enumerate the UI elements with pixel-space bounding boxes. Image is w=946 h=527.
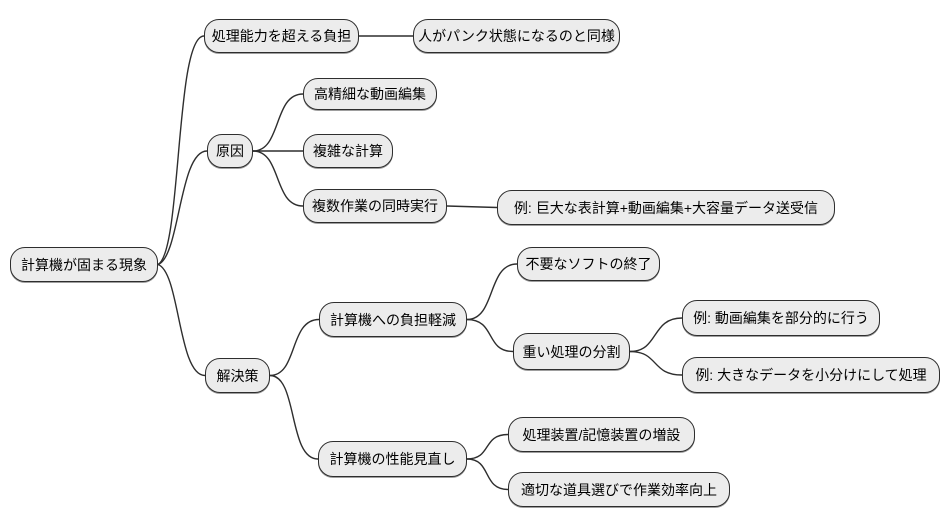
node-split-example-data: 例: 大きなデータを小分けにして処理 — [682, 357, 940, 393]
node-quit-software: 不要なソフトの終了 — [517, 247, 660, 281]
edge-split-example-data — [629, 350, 683, 376]
edge-multitask-example — [446, 205, 498, 209]
node-overload: 処理能力を超える負担 — [204, 19, 359, 53]
node-multitask-example: 例: 巨大な表計算+動画編集+大容量データ送受信 — [497, 190, 835, 225]
node-cause-calc: 複雑な計算 — [303, 134, 393, 168]
node-root: 計算機が固まる現象 — [10, 247, 158, 282]
node-overload-analogy: 人がパンク状態になるのと同様 — [413, 19, 620, 53]
node-cause-multitask: 複数作業の同時実行 — [303, 189, 447, 223]
edge-split-example-video — [629, 317, 683, 353]
edge-solutions-reduce-load — [269, 318, 320, 377]
edge-reduce-load-split — [466, 318, 514, 353]
node-upgrade: 計算機の性能見直し — [318, 441, 467, 477]
edge-solutions-upgrade — [269, 374, 319, 460]
edge-upgrade-tools — [466, 458, 509, 491]
edge-root-solutions — [157, 263, 206, 377]
node-reduce-load: 計算機への負担軽減 — [319, 302, 467, 337]
node-split-heavy: 重い処理の分割 — [513, 333, 630, 370]
node-upgrade-tools: 適切な道具選びで作業効率向上 — [508, 472, 730, 507]
edge-upgrade-hardware — [466, 433, 509, 460]
node-solutions: 解決策 — [205, 358, 270, 393]
edge-root-overload — [157, 35, 205, 266]
edge-root-causes — [157, 150, 208, 266]
edge-causes-multitask — [252, 150, 304, 207]
node-cause-video: 高精細な動画編集 — [303, 78, 437, 110]
edge-reduce-load-quit — [466, 263, 518, 321]
edge-causes-video — [252, 93, 304, 152]
node-causes: 原因 — [207, 134, 253, 168]
node-upgrade-hardware: 処理装置/記憶装置の増設 — [508, 417, 695, 452]
node-split-example-video: 例: 動画編集を部分的に行う — [682, 300, 880, 336]
